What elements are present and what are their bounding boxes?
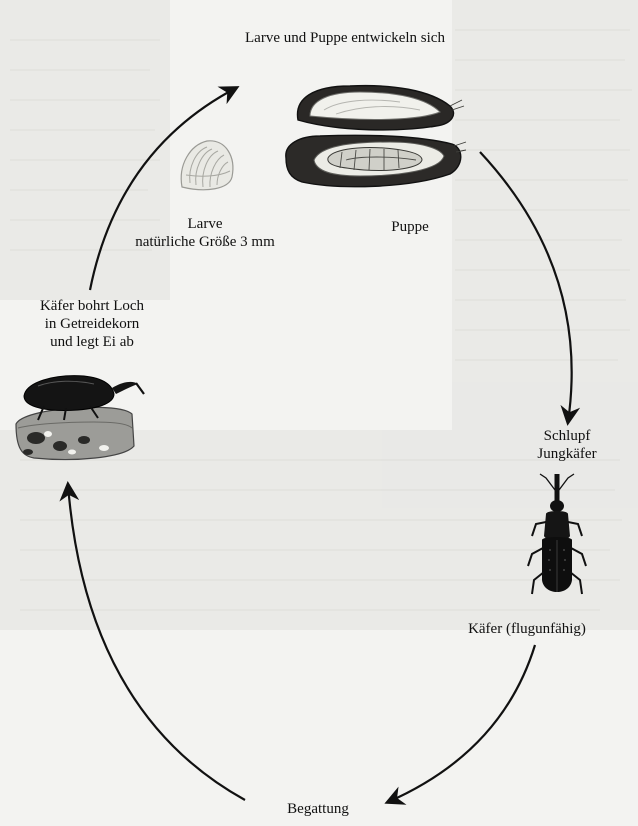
pupa-label: Puppe xyxy=(370,218,450,236)
egg-laying-label: Käfer bohrt Loch in Getreidekorn und leg… xyxy=(12,297,172,351)
egg-laying-line2: in Getreidekorn xyxy=(12,315,172,333)
emerge-label: Schlupf Jungkäfer xyxy=(517,427,617,463)
larva-icon xyxy=(176,135,238,197)
pupa-label-text: Puppe xyxy=(370,218,450,236)
egg-laying-line1: Käfer bohrt Loch xyxy=(12,297,172,315)
mating-label-text: Begattung xyxy=(258,800,378,818)
larva-label-line1: Larve xyxy=(125,215,285,233)
egg-laying-line3: und legt Ei ab xyxy=(12,333,172,351)
stage-title: Larve und Puppe entwickeln sich xyxy=(200,29,490,47)
beetle-label-text: Käfer (flugunfähig) xyxy=(452,620,602,638)
beetle-on-grain-icon xyxy=(14,368,146,462)
mating-label: Begattung xyxy=(258,800,378,818)
beetle-label: Käfer (flugunfähig) xyxy=(452,620,602,638)
grain-pupa-icon xyxy=(280,78,468,192)
larva-label: Larve natürliche Größe 3 mm xyxy=(125,215,285,251)
weevil-beetle-icon xyxy=(524,470,590,606)
emerge-label-line1: Schlupf xyxy=(517,427,617,445)
title-text: Larve und Puppe entwickeln sich xyxy=(200,29,490,47)
larva-label-line2: natürliche Größe 3 mm xyxy=(125,233,285,251)
emerge-label-line2: Jungkäfer xyxy=(517,445,617,463)
